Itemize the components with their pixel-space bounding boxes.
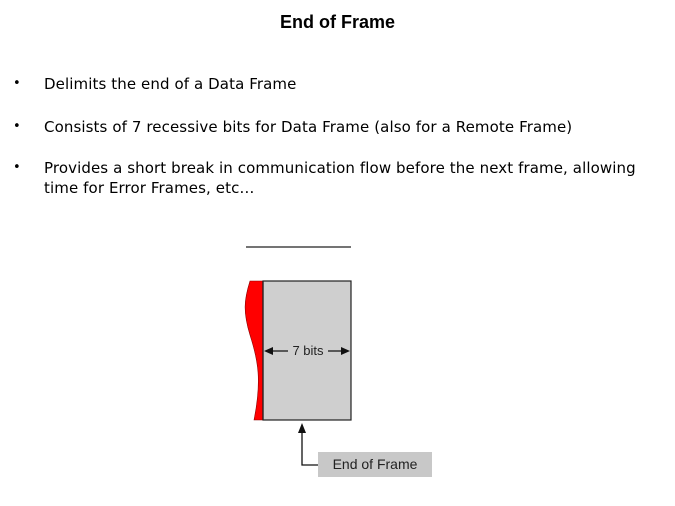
slide-title: End of Frame <box>279 12 395 32</box>
bullet-text: Consists of 7 recessive bits for Data Fr… <box>44 118 573 136</box>
bullet-marker: • <box>13 76 21 91</box>
bit-count-label: 7 bits <box>288 343 328 358</box>
bullet-marker: • <box>13 160 21 175</box>
bullet-marker: • <box>13 119 21 134</box>
callout-arrow <box>298 423 318 466</box>
previous-field-shape <box>244 280 264 421</box>
bullet-text: Delimits the end of a Data Frame <box>44 75 297 93</box>
eof-callout-label: End of Frame <box>318 452 432 477</box>
bit-width-arrow <box>264 347 350 355</box>
bullet-text: Provides a short break in communication … <box>44 159 636 197</box>
